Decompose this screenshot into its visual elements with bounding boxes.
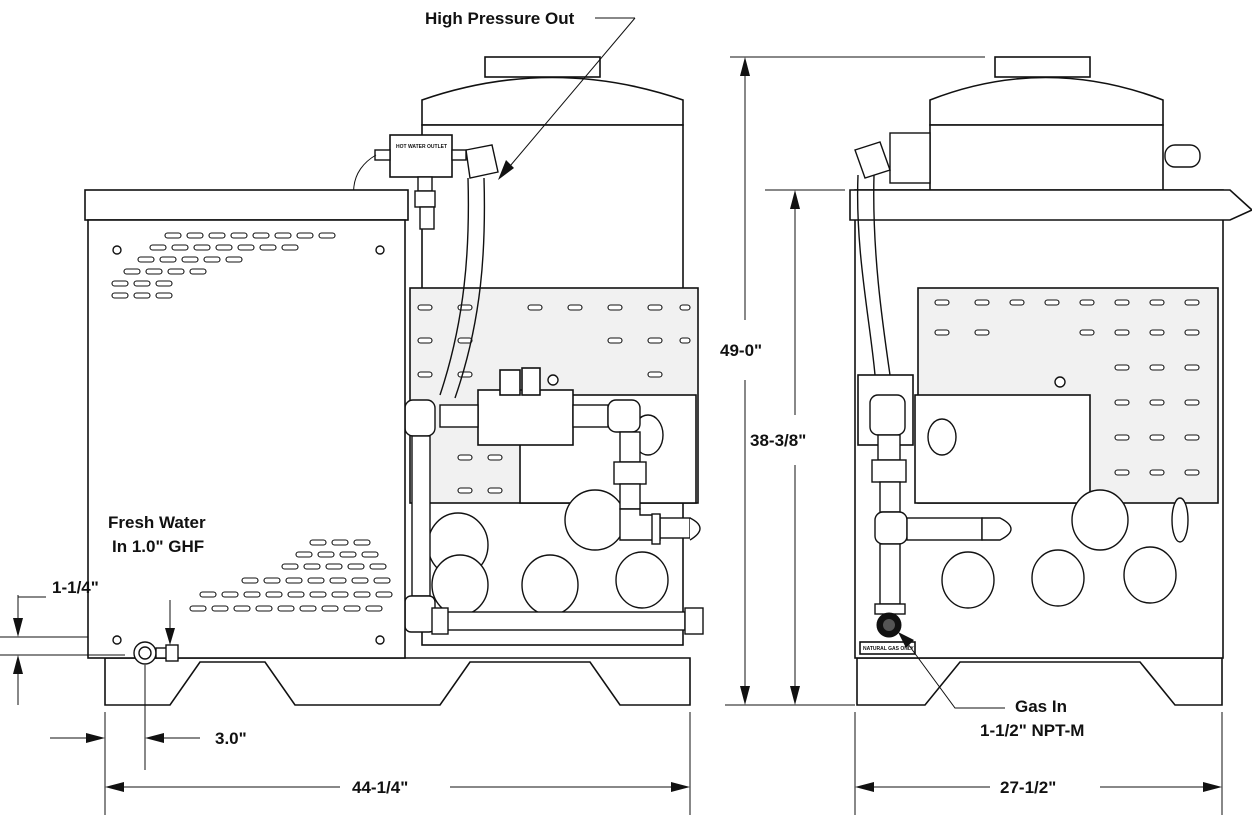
fresh-water-label-line2: In 1.0" GHF	[112, 537, 204, 556]
front-view: HOT WATER OUTLET	[84, 56, 704, 706]
fresh-water-label-line1: Fresh Water	[108, 513, 206, 532]
dimension-height-total: 49-0"	[720, 341, 762, 360]
hot-water-outlet-tag: HOT WATER OUTLET	[396, 144, 447, 150]
front-cabinet-lid	[84, 189, 409, 221]
front-cabinet-screws	[112, 245, 385, 645]
callout-leaders	[165, 17, 1005, 709]
dimension-height-cabinet: 38-3/8"	[750, 431, 806, 450]
front-vertical-pipe	[404, 399, 704, 635]
side-tank-dome	[929, 76, 1164, 126]
side-lid-edge	[849, 189, 1252, 221]
dimension-width-side: 27-1/2"	[1000, 778, 1056, 797]
gas-in-label-line2: 1-1/2" NPT-M	[980, 721, 1084, 740]
front-lower-holes	[427, 414, 669, 616]
gas-inlet-fitting	[876, 612, 902, 638]
front-pump	[439, 367, 701, 545]
high-pressure-hose	[439, 177, 470, 396]
gas-in-label-line1: Gas In	[1015, 697, 1067, 716]
front-cabinet-louvers-bottom	[189, 539, 393, 612]
high-pressure-out-label: High Pressure Out	[425, 9, 575, 28]
dimension-width-front: 44-1/4"	[352, 778, 408, 797]
hot-water-outlet-box	[389, 134, 453, 178]
dimension-inlet-height: 1-1/4"	[52, 578, 99, 597]
front-skid	[104, 657, 691, 706]
dimension-lines	[0, 56, 1223, 815]
fresh-water-inlet-fitting	[133, 641, 179, 665]
side-lower-holes	[941, 489, 1189, 609]
front-panel-slots	[417, 304, 691, 494]
front-cabinet-louvers-top	[111, 232, 336, 299]
side-tank-cap	[994, 56, 1091, 78]
side-skid	[856, 657, 1223, 706]
natural-gas-tag: NATURAL GAS ONLY	[863, 646, 914, 652]
front-tank-dome	[421, 76, 684, 126]
dimension-inlet-offset: 3.0"	[215, 729, 247, 748]
front-box-screw	[547, 374, 559, 386]
side-panel-slots	[934, 299, 1200, 476]
side-view: NATURAL GAS ONLY	[849, 56, 1252, 706]
front-tank-cap	[484, 56, 601, 78]
